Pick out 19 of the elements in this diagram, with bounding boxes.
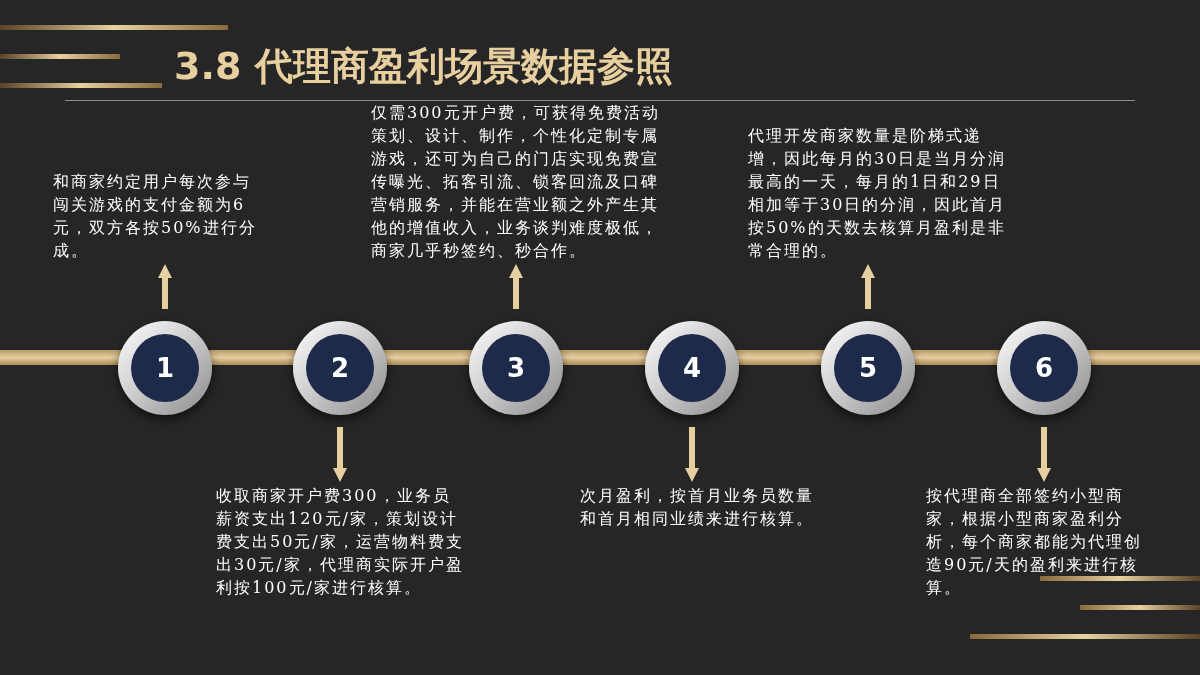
arrow: [685, 427, 699, 482]
step-description: 收取商家开户费300，业务员薪资支出120元/家，策划设计费支出50元/家，运营物料费支出30元/家，代理商实际开户盈利按100元/家进行核算。: [216, 484, 466, 599]
arrow: [509, 264, 523, 309]
step-number: 3: [506, 355, 526, 381]
step-description: 和商家约定用户每次参与闯关游戏的支付金额为6元，双方各按50%进行分成。: [53, 170, 257, 262]
arrow: [333, 427, 347, 482]
arrow: [1037, 427, 1051, 482]
page-title: 3.8 代理商盈利场景数据参照: [174, 43, 673, 90]
step-number: 5: [858, 355, 878, 381]
arrow: [861, 264, 875, 309]
arrow: [158, 264, 172, 309]
step-number: 6: [1034, 355, 1054, 381]
step-description: 次月盈利，按首月业务员数量和首月相同业绩来进行核算。: [580, 484, 820, 530]
step-number: 2: [330, 355, 350, 381]
step-description: 按代理商全部签约小型商家，根据小型商家盈利分析，每个商家都能为代理创造90元/天的盈利来进行核算。: [926, 484, 1148, 599]
step-description: 仅需300元开户费，可获得免费活动策划、设计、制作，个性化定制专属游戏，还可为自己的门店实现免费宣传曝光、拓客引流、锁客回流及口碑营销服务，并能在营业额之外产生其他的增值收入，业务谈判难度极低，商家几乎秒签约、秒合作。: [371, 101, 665, 262]
step-number: 1: [155, 355, 175, 381]
step-number: 4: [682, 355, 702, 381]
step-description: 代理开发商家数量是阶梯式递增，因此每月的30日是当月分润最高的一天，每月的1日和29日相加等于30日的分润，因此首月按50%的天数去核算月盈利是非常合理的。: [748, 124, 1008, 262]
